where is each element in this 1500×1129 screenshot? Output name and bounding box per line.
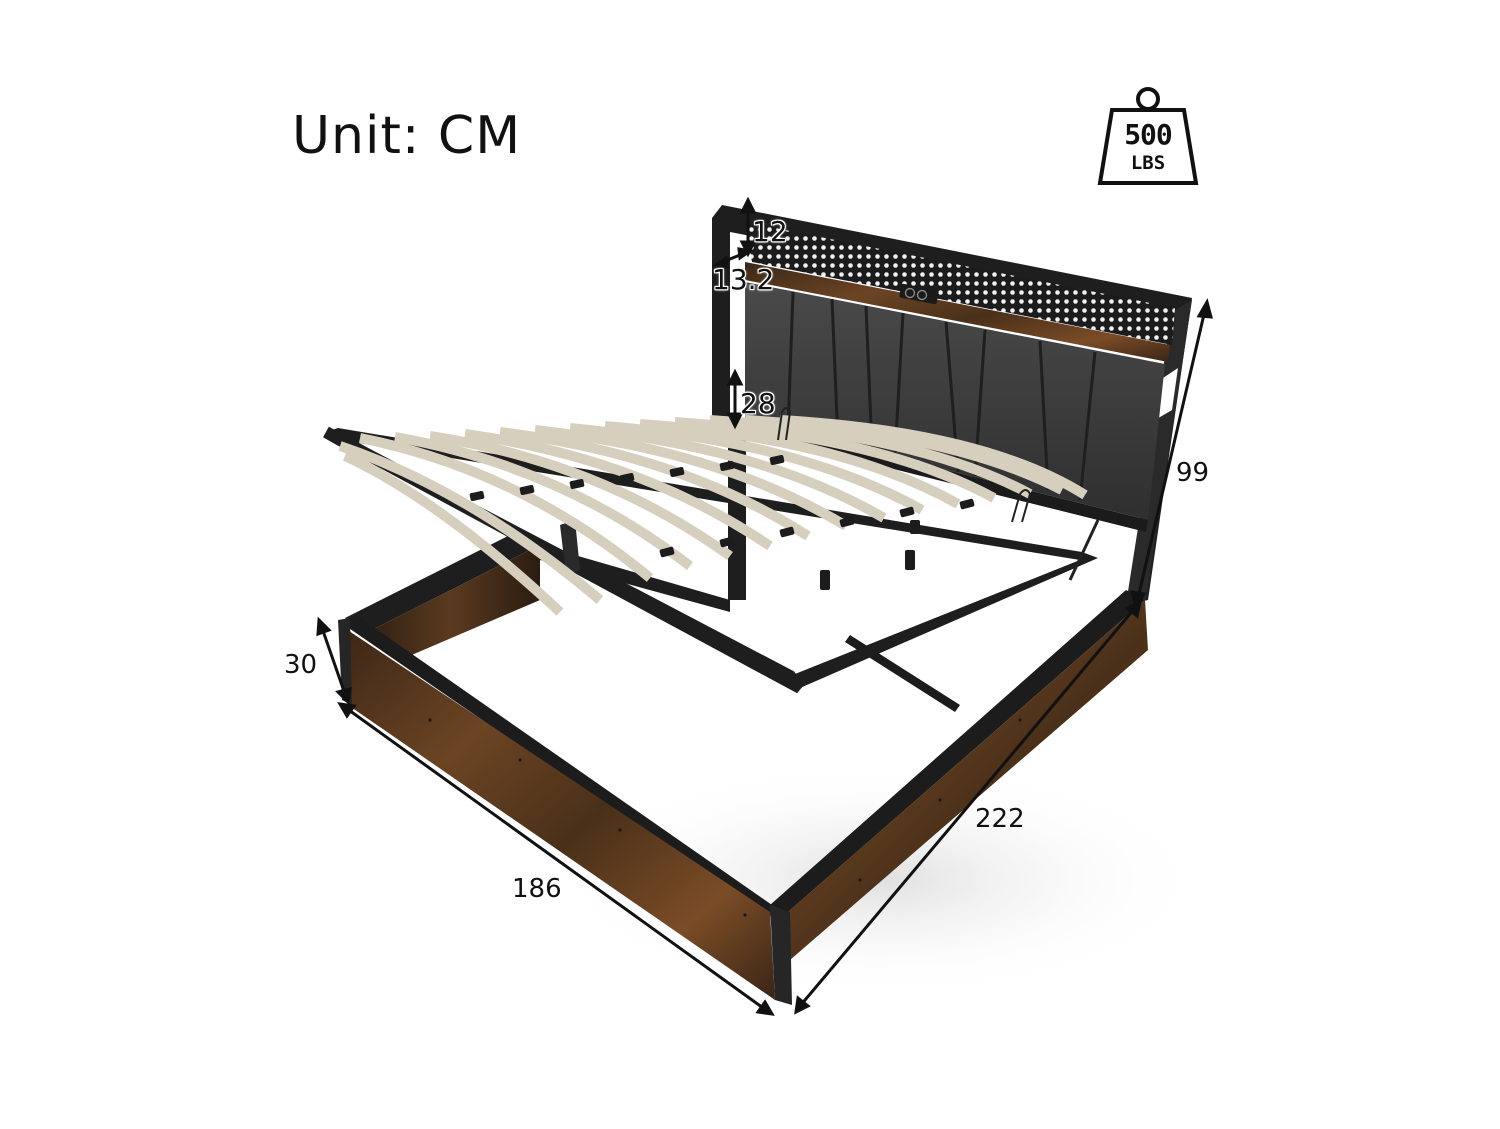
lift-handle-icon[interactable] xyxy=(1011,489,1032,523)
dimension-shelf-height-label: 12 xyxy=(752,215,788,248)
slat-platform xyxy=(323,407,1100,694)
right-side-panel xyxy=(788,600,1148,960)
weight-capacity-unit: LBS xyxy=(1130,152,1166,174)
charging-outlet-icon xyxy=(899,283,939,305)
foot-panel xyxy=(340,625,775,1000)
dimension-lines xyxy=(316,196,1213,1016)
unit-label: Unit: CM xyxy=(292,106,522,166)
dimension-shelf-depth-label: 13.2 xyxy=(712,263,775,296)
dimension-arrow-side-height xyxy=(320,627,347,695)
storage-base xyxy=(338,530,1148,1005)
perforated-shelf-panel xyxy=(745,222,1175,345)
upholstered-panel xyxy=(745,282,1165,520)
weight-capacity-value: 500 xyxy=(1124,118,1173,151)
lift-handle-icon[interactable] xyxy=(777,407,792,441)
dimension-width-label: 186 xyxy=(512,874,562,904)
dimension-side-height-label: 30 xyxy=(284,650,318,680)
dimension-length-label: 222 xyxy=(975,804,1025,834)
dimension-headboard-gap-label: 28 xyxy=(740,387,776,420)
dimension-arrow-width xyxy=(345,706,767,1012)
headboard xyxy=(712,205,1192,604)
wood-shelf xyxy=(745,262,1170,362)
weight-icon xyxy=(1097,87,1199,185)
dimension-arrow-length xyxy=(798,607,1137,1007)
dimension-arrow-headboard-height xyxy=(1136,309,1207,599)
dimension-headboard-height-label: 99 xyxy=(1176,458,1210,488)
